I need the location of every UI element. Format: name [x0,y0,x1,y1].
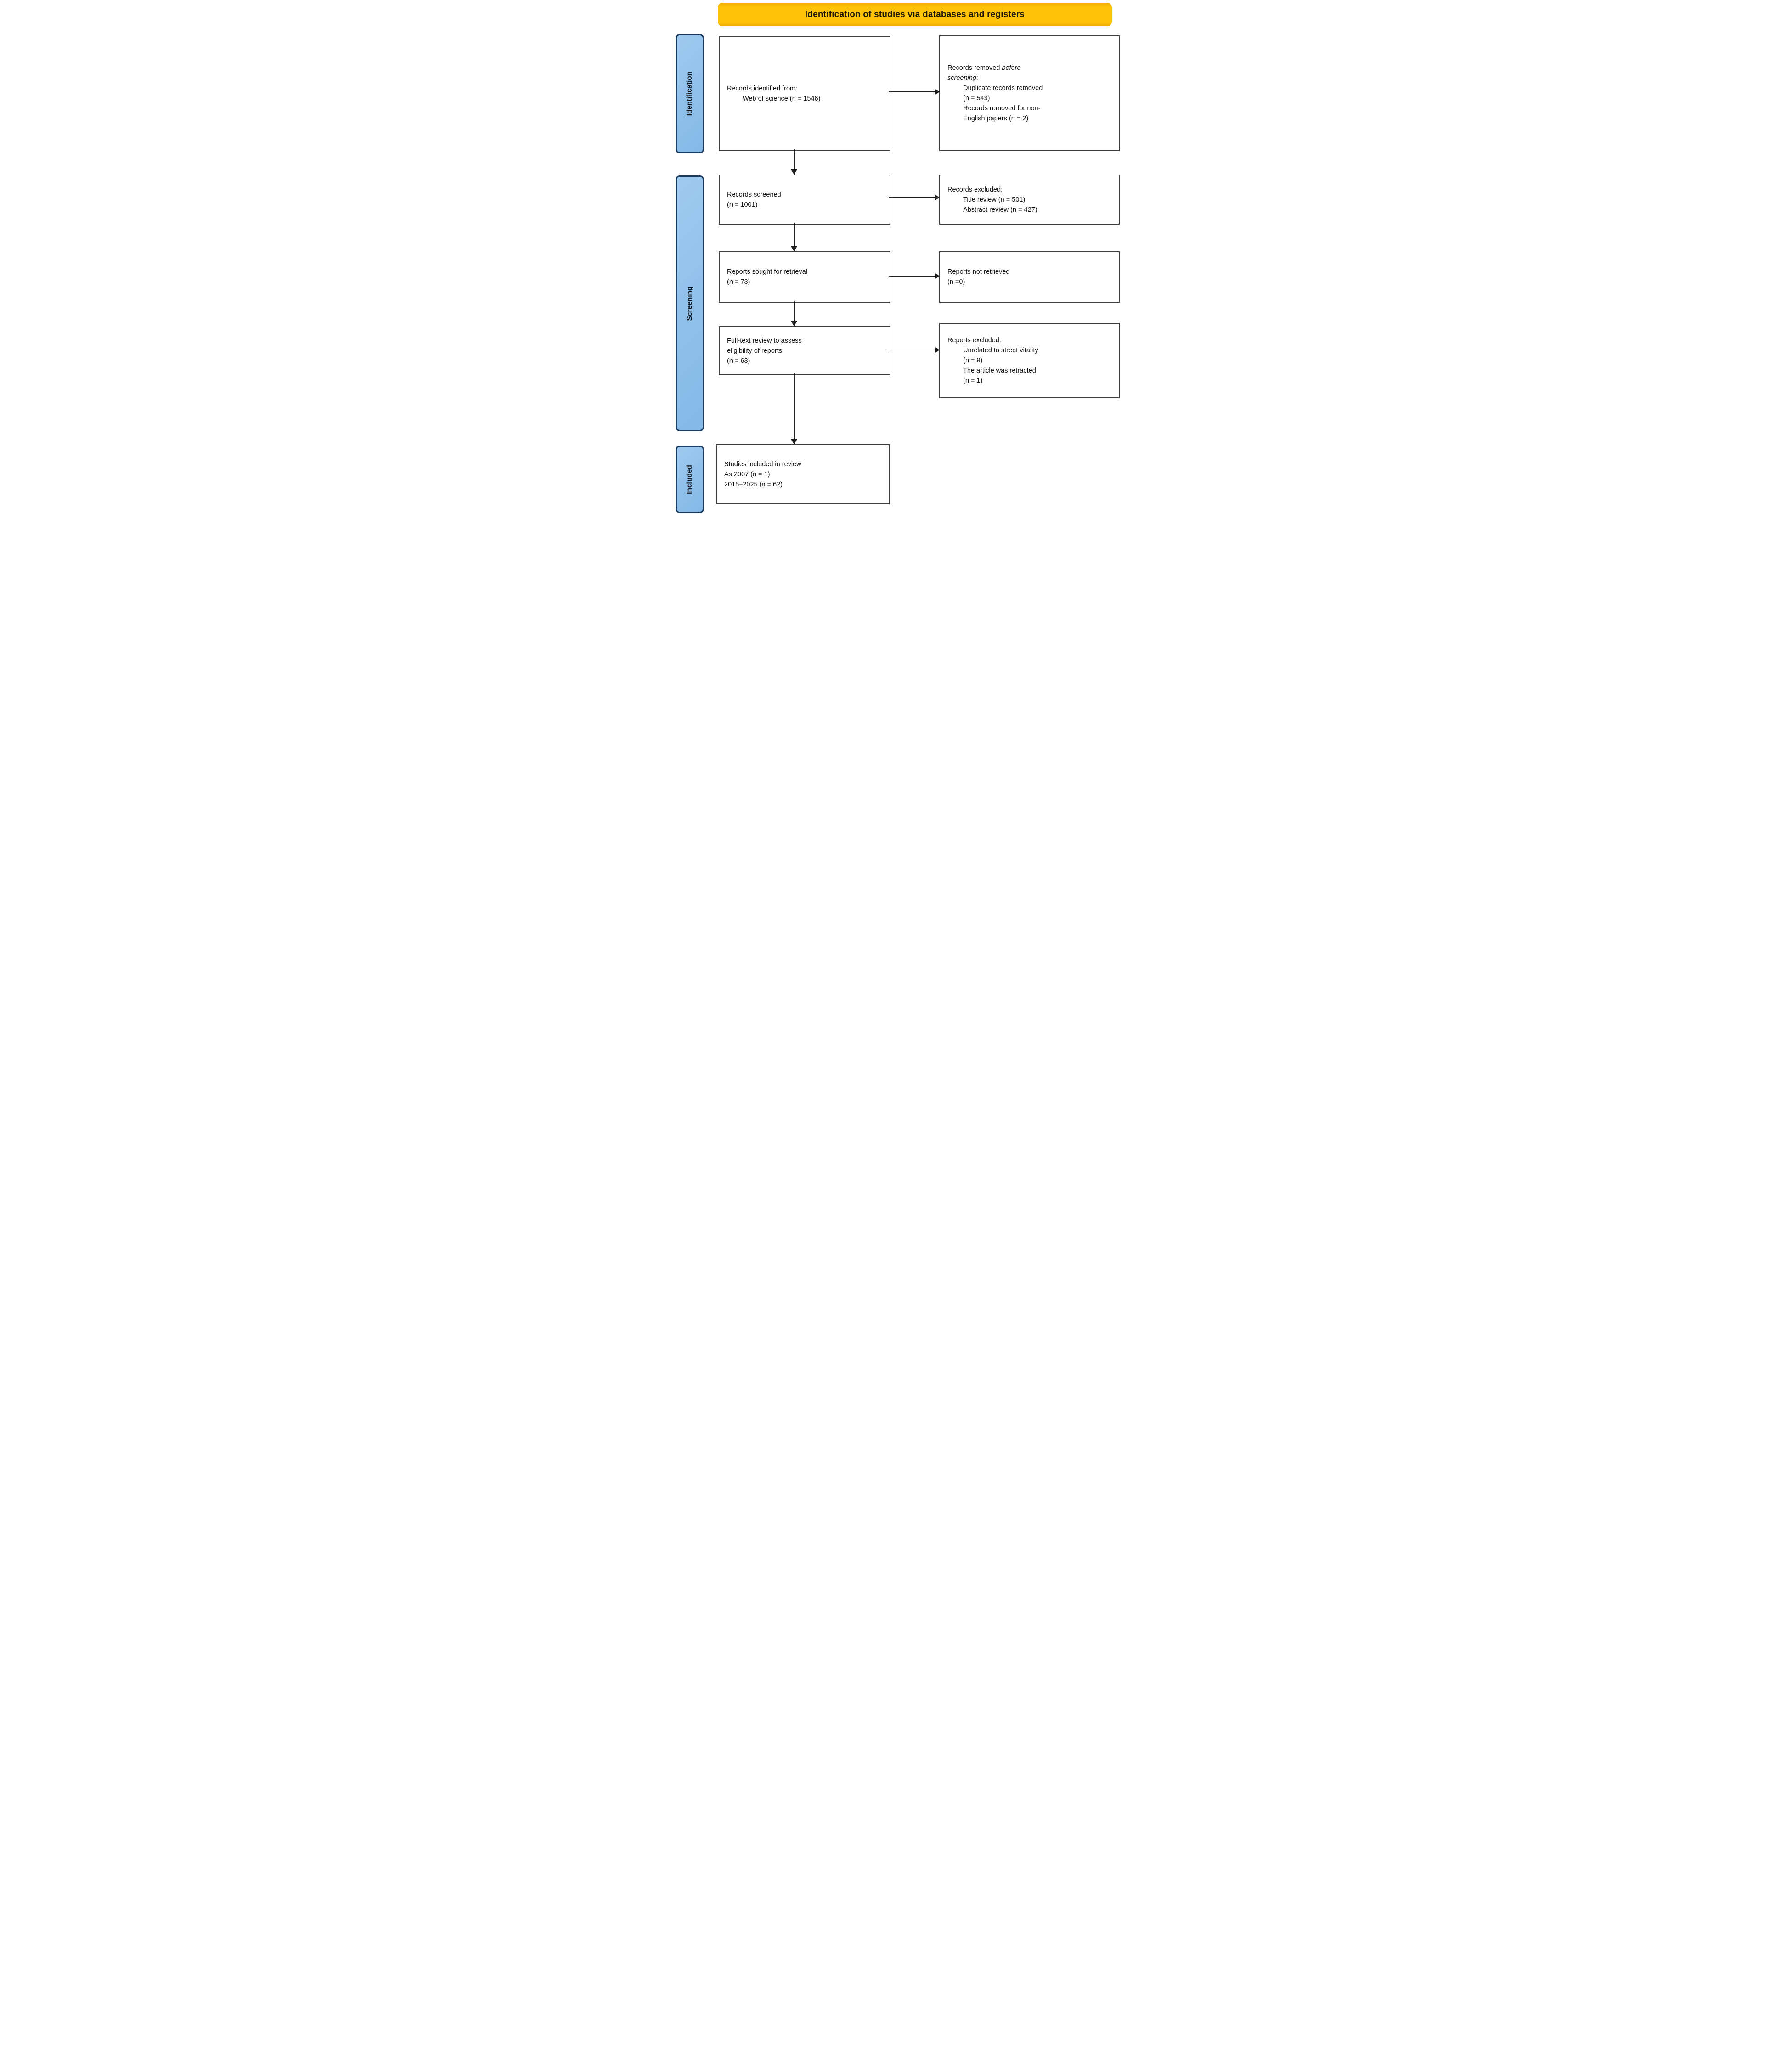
studies-included-line3: 2015–2025 (n = 62) [724,480,783,488]
fulltext-review-line1: Full-text review to assess [727,337,802,345]
reports-excluded-item2-count: (n = 1) [963,377,983,384]
records-removed-item1-line1: Duplicate records removed [963,85,1043,92]
arrow-right-2 [889,194,940,201]
banner: Identification of studies via databases … [718,3,1112,26]
stage-included: Included [676,446,704,513]
arrow-down-4 [791,373,797,444]
records-removed-heading-line1: Records removed before [947,63,1116,73]
records-screened-count: (n = 1001) [727,201,758,209]
stage-included-label: Included [686,464,694,494]
records-removed-heading-line2: screening: [947,73,1116,83]
records-removed-heading-suffix: : [976,74,978,82]
prisma-flow-diagram: Identification of studies via databases … [672,0,1120,514]
records-removed-heading-normal: Records removed [947,64,1002,72]
reports-excluded-item1-count: (n = 9) [963,357,983,364]
box-reports-not-retrieved: Reports not retrieved (n =0) [939,251,1120,303]
reports-excluded-heading: Reports excluded: [947,337,1001,344]
box-records-excluded: Records excluded: Title review (n = 501)… [939,175,1120,225]
records-removed-item1-count: (n = 543) [963,95,990,102]
box-records-screened: Records screened (n = 1001) [719,175,890,225]
records-identified-line: Records identified from: [727,85,798,92]
stage-screening: Screening [676,175,704,431]
records-removed-heading-italic1: before [1002,64,1021,72]
studies-included-line2: As 2007 (n = 1) [724,470,770,478]
arrow-down-3 [791,301,797,326]
fulltext-review-count: (n = 63) [727,357,750,365]
records-removed-item2-line2: English papers (n = 2) [963,115,1029,122]
banner-label: Identification of studies via databases … [805,9,1025,19]
box-reports-excluded: Reports excluded: Unrelated to street vi… [939,323,1120,398]
records-excluded-item2: Abstract review (n = 427) [963,206,1037,214]
arrow-down-2 [791,223,797,251]
records-excluded-item1: Title review (n = 501) [963,196,1026,203]
records-excluded-heading: Records excluded: [947,186,1003,193]
stage-screening-label: Screening [686,286,694,321]
arrow-down-1 [791,149,797,175]
reports-sought-count: (n = 73) [727,278,750,286]
records-removed-heading-italic2: screening [947,74,976,82]
studies-included-line1: Studies included in review [724,460,801,468]
reports-excluded-item2-line1: The article was retracted [963,367,1036,374]
records-removed-item2-line1: Records removed for non- [963,105,1041,112]
box-records-removed: Records removed before screening: Duplic… [939,35,1120,151]
reports-not-retrieved-line: Reports not retrieved [947,268,1010,276]
box-studies-included: Studies included in review As 2007 (n = … [716,444,890,504]
stage-identification: Identification [676,34,704,153]
stage-identification-label: Identification [686,71,694,116]
records-screened-line: Records screened [727,191,781,198]
box-reports-sought: Reports sought for retrieval (n = 73) [719,251,890,303]
records-identified-count: Web of science (n = 1546) [743,95,821,102]
reports-not-retrieved-count: (n =0) [947,278,965,286]
arrow-right-1 [889,89,940,95]
arrow-right-3 [889,273,940,279]
fulltext-review-line2: eligibility of reports [727,347,783,355]
box-records-identified: Records identified from: Web of science … [719,36,890,151]
reports-excluded-item1-line1: Unrelated to street vitality [963,347,1038,354]
reports-sought-line: Reports sought for retrieval [727,268,807,276]
box-fulltext-review: Full-text review to assess eligibility o… [719,326,890,375]
